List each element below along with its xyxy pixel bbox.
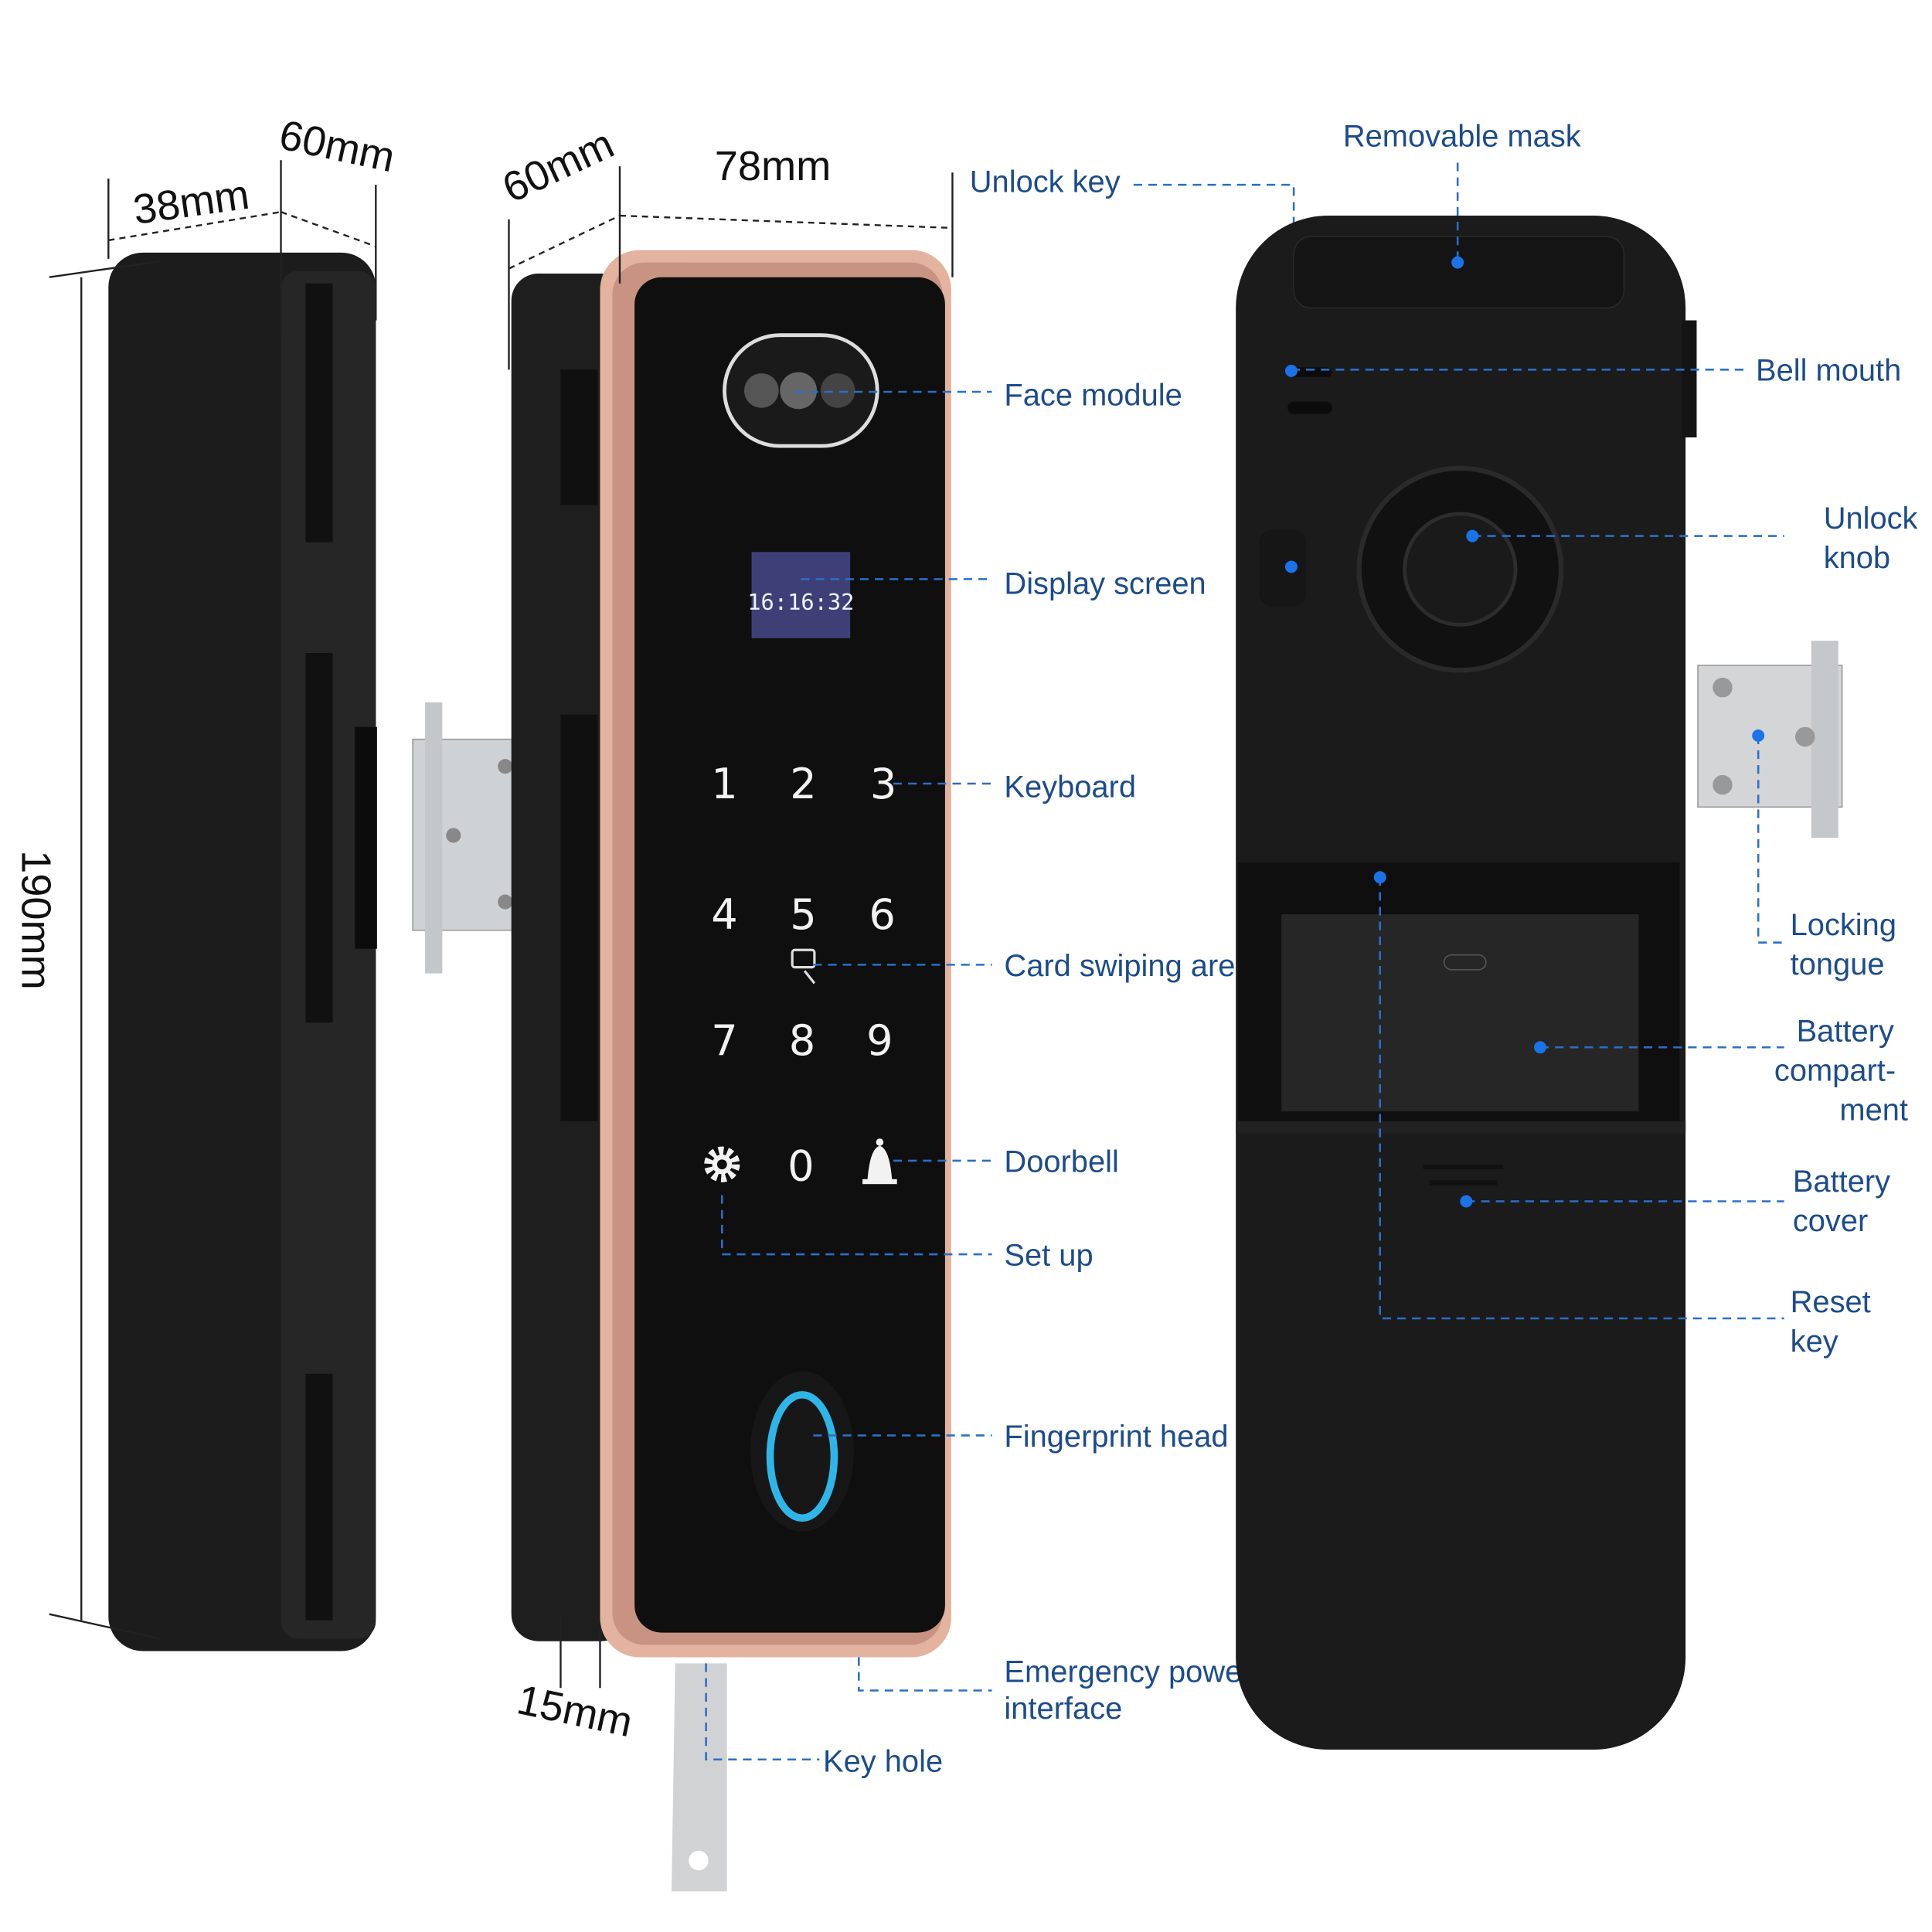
latch-plate-back [1697, 641, 1843, 838]
key-4[interactable]: 4 [711, 890, 737, 939]
label-face-module: Face module [1004, 379, 1182, 413]
back-leader-lines [1284, 162, 1784, 1320]
key-0[interactable]: 0 [787, 1141, 814, 1190]
label-unlock-knob: Unlock [1824, 502, 1918, 536]
label-emergency-power: Emergency power [1004, 1655, 1252, 1689]
label-card-swiping-area: Card swiping area [1004, 949, 1253, 983]
label-locking-tongue-line2: tongue [1791, 947, 1885, 981]
display-time: 16:16:32 [747, 589, 854, 615]
dimension-lines-left [49, 160, 377, 1640]
label-emergency-power-line2: interface [1004, 1692, 1122, 1726]
fingerprint-icon [750, 1371, 854, 1532]
removable-mask [1293, 236, 1625, 309]
gear-icon[interactable] [704, 1146, 740, 1182]
label-bell-mouth: Bell mouth [1756, 354, 1901, 388]
key-3[interactable]: 3 [870, 760, 896, 808]
key-8[interactable]: 8 [789, 1016, 815, 1065]
key-6[interactable]: 6 [869, 890, 895, 939]
label-battery-compartment-line2: compart- [1774, 1053, 1896, 1087]
label-unlock-knob-line2: knob [1824, 541, 1890, 575]
thickness-dimension: 15mm [513, 1676, 637, 1746]
keypad: 1 2 3 4 5 6 7 8 9 0 [704, 760, 897, 1190]
battery [1281, 914, 1639, 1112]
label-battery-cover: Battery [1793, 1165, 1890, 1199]
label-fingerprint-head: Fingerprint head [1004, 1420, 1228, 1454]
dimension-lines-middle [508, 166, 954, 1689]
label-doorbell: Doorbell [1004, 1145, 1118, 1179]
label-key-hole: Key hole [823, 1745, 943, 1779]
label-removable-mask: Removable mask [1343, 120, 1581, 154]
height-dimension: 190mm [13, 850, 60, 990]
label-reset-key-line2: key [1791, 1325, 1838, 1359]
face-module [723, 333, 879, 448]
front-panel [634, 277, 945, 1633]
label-reset-key: Reset [1791, 1285, 1871, 1319]
depth-dimension-middle: 60mm [495, 121, 621, 212]
depth-dimension-left: 38mm [131, 172, 252, 233]
label-set-up: Set up [1004, 1238, 1093, 1272]
label-battery-compartment-line3: ment [1839, 1093, 1908, 1127]
label-battery-compartment: Battery [1797, 1014, 1894, 1048]
emergency-key [671, 1663, 727, 1892]
label-keyboard: Keyboard [1004, 770, 1136, 804]
display-screen: 16:16:32 [747, 552, 854, 638]
label-battery-cover-line2: cover [1793, 1204, 1868, 1238]
key-5[interactable]: 5 [790, 890, 816, 939]
label-locking-tongue: Locking [1791, 908, 1896, 942]
bell-icon[interactable] [862, 1138, 897, 1185]
front-device-body [511, 250, 951, 1658]
width-dimension-left: 60mm [275, 111, 399, 181]
key-1[interactable]: 1 [711, 760, 737, 808]
side-view-device [108, 252, 377, 1651]
key-9[interactable]: 9 [866, 1016, 893, 1065]
width-dimension-front: 78mm [715, 143, 832, 189]
label-display-screen: Display screen [1004, 566, 1206, 600]
card-icon [791, 948, 816, 985]
key-2[interactable]: 2 [790, 760, 816, 808]
key-7[interactable]: 7 [711, 1016, 737, 1065]
back-device-body [1236, 216, 1697, 1750]
label-unlock-key: Unlock key [970, 165, 1121, 199]
